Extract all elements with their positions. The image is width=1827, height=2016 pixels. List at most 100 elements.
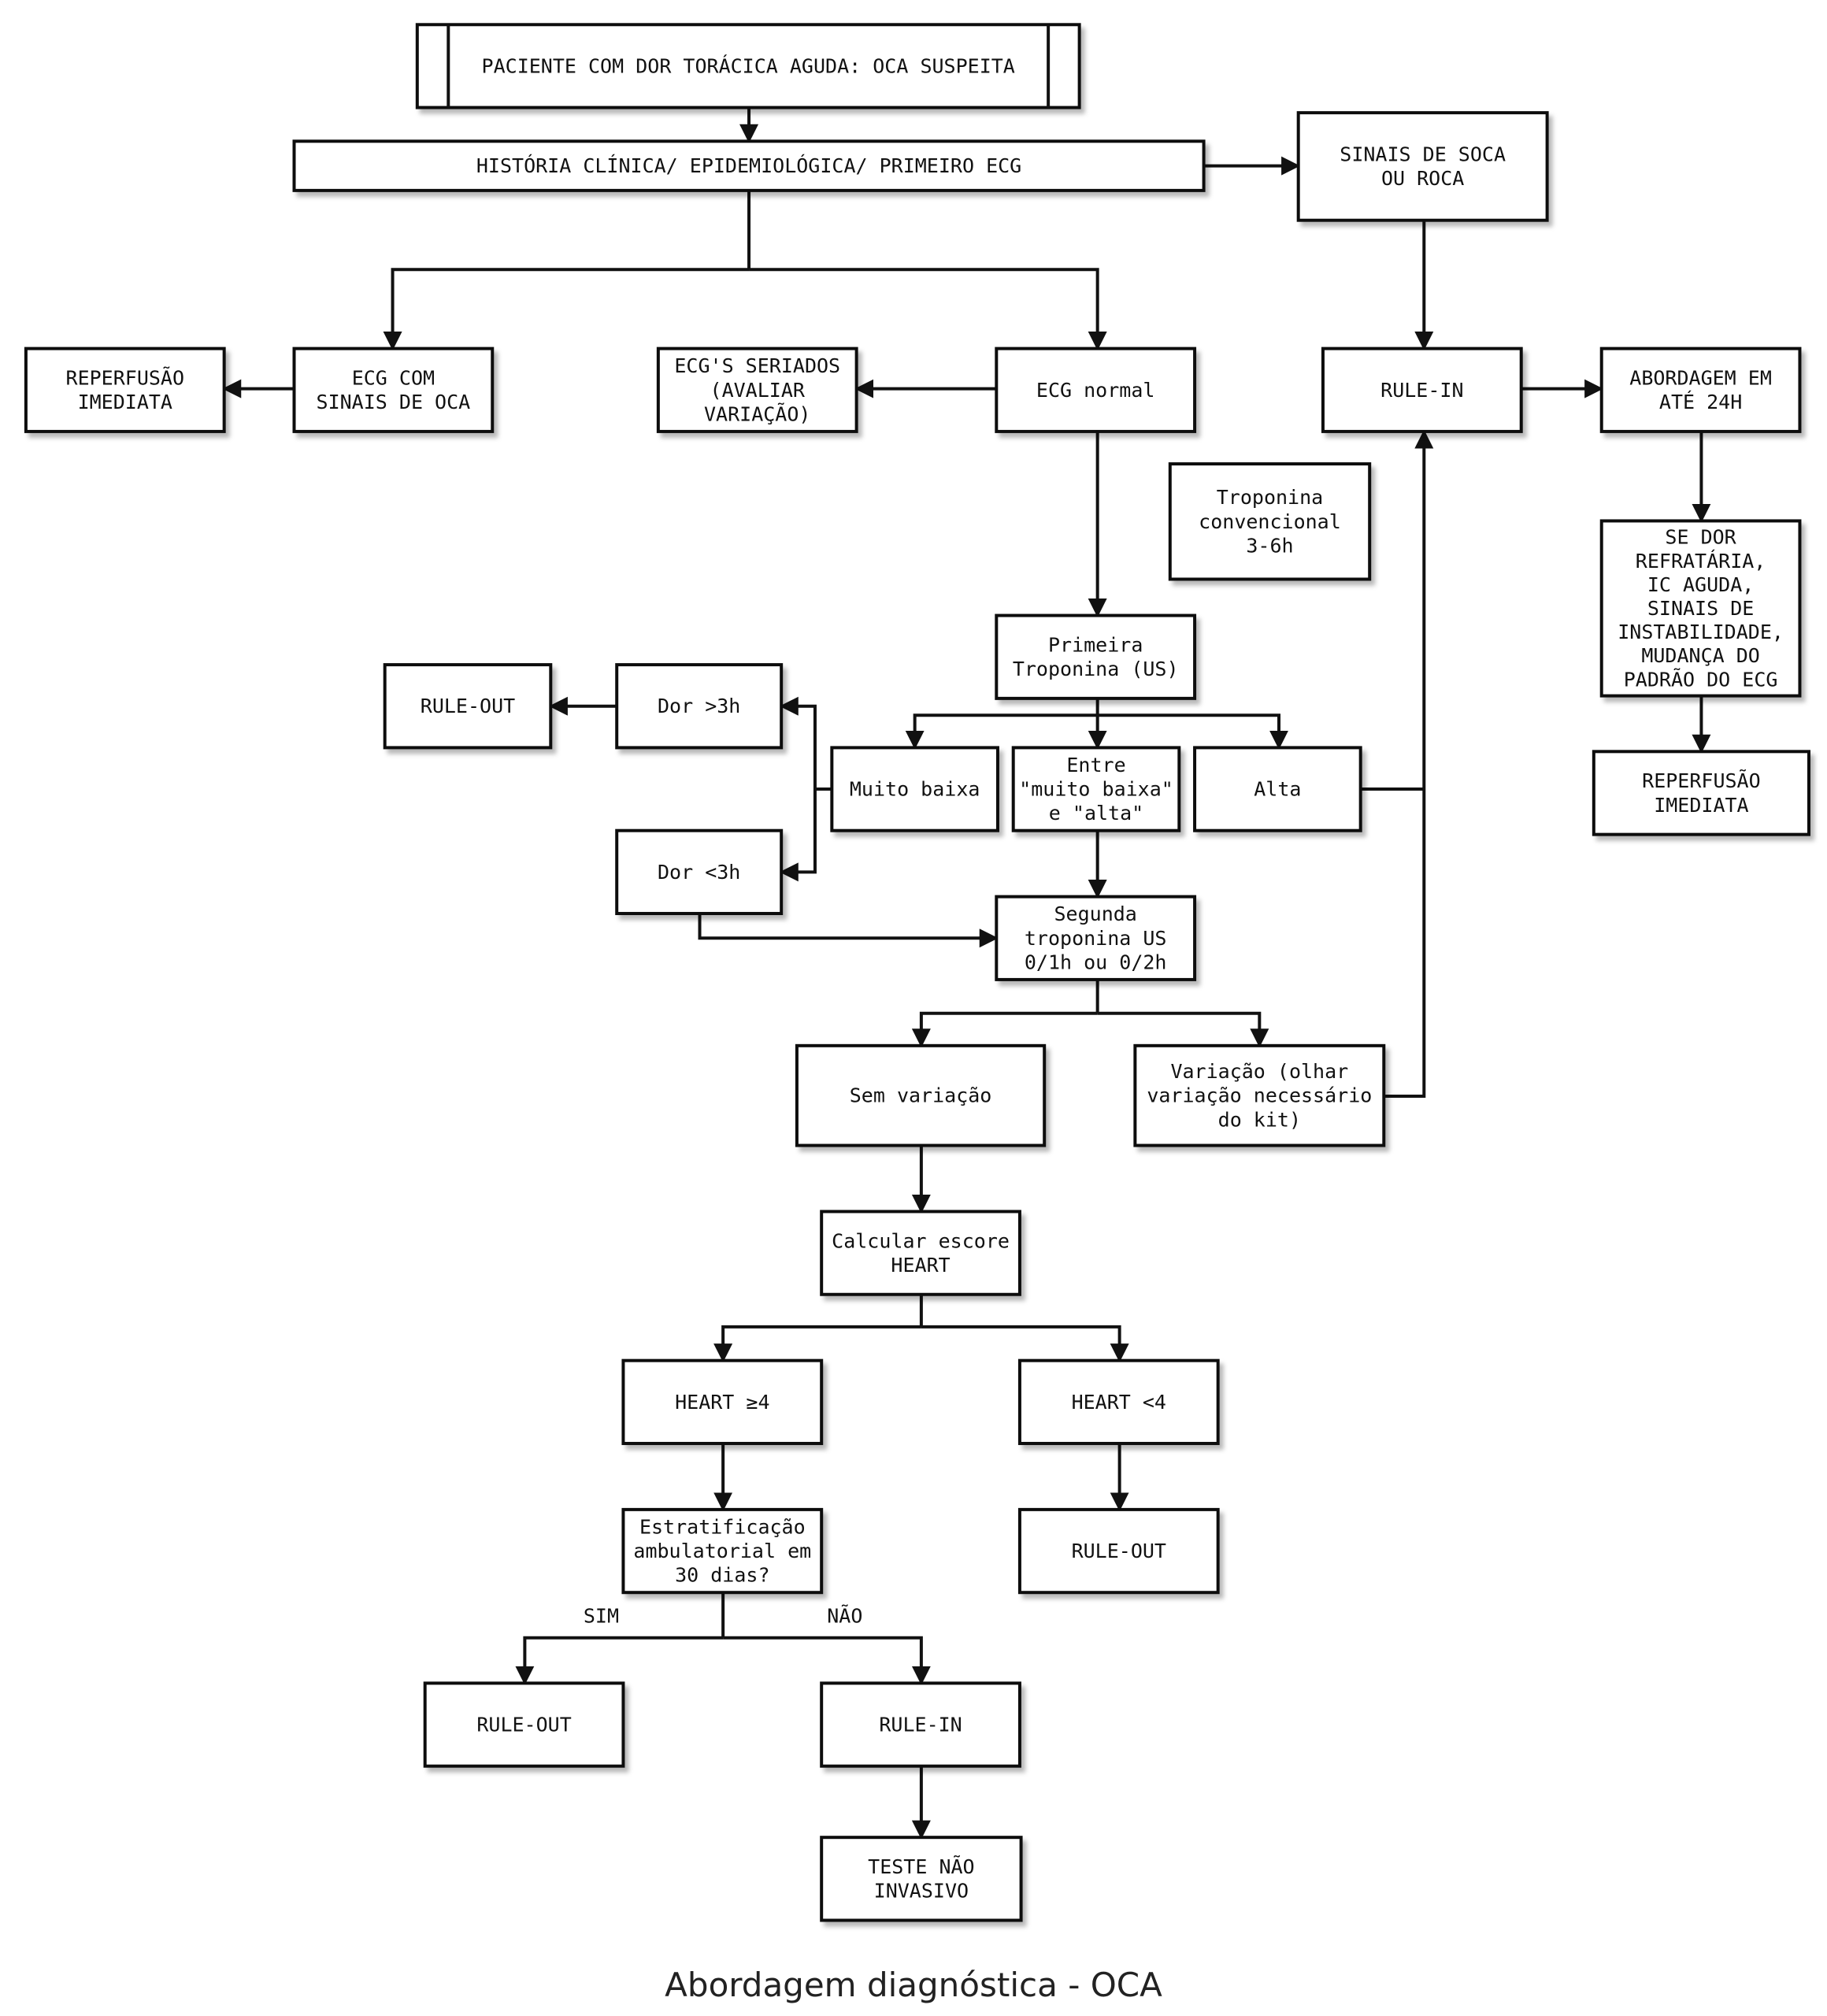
node-text: REPERFUSÃO bbox=[66, 365, 185, 389]
node-box bbox=[24, 346, 226, 433]
node-text: IMEDIATA bbox=[1654, 794, 1748, 817]
edge-split-ecg-normal bbox=[749, 268, 1107, 351]
node-box bbox=[423, 1681, 625, 1768]
edge-split-variacao bbox=[1097, 1011, 1269, 1048]
node-box bbox=[795, 1043, 1047, 1147]
node-box bbox=[820, 1210, 1021, 1296]
node-box bbox=[1296, 111, 1549, 222]
node-text: troponina US bbox=[1025, 927, 1167, 950]
node-text: RULE-IN bbox=[1380, 379, 1463, 402]
node-text: SINAIS DE OCA bbox=[317, 391, 471, 413]
node-text: HEART bbox=[891, 1254, 950, 1277]
node-box bbox=[292, 139, 1206, 192]
node-text: RULE-OUT bbox=[421, 695, 515, 717]
node-rulein-bottom: RULE-IN bbox=[820, 1681, 1021, 1768]
node-box bbox=[615, 663, 784, 750]
node-text: RULE-IN bbox=[879, 1714, 962, 1736]
node-box bbox=[995, 895, 1197, 981]
node-ruleout-top: RULE-OUT bbox=[383, 663, 553, 750]
node-text: REFRATÁRIA, bbox=[1636, 550, 1766, 573]
node-text: Troponina bbox=[1217, 486, 1323, 509]
node-box bbox=[383, 663, 553, 750]
node-heart-lt4: HEART <4 bbox=[1017, 1358, 1220, 1445]
edge-dor-lt3-segunda bbox=[698, 914, 999, 948]
node-text: 30 dias? bbox=[675, 1564, 769, 1587]
node-box bbox=[656, 346, 858, 433]
node-text: ECG normal bbox=[1036, 379, 1155, 402]
node-text: ambulatorial em bbox=[633, 1540, 811, 1562]
edge-split-muito-baixa bbox=[905, 713, 1098, 750]
node-text: INVASIVO bbox=[874, 1880, 969, 1903]
node-text: ECG'S SERIADOS bbox=[674, 354, 840, 377]
node-text: Calcular escore bbox=[832, 1229, 1010, 1252]
node-ruleout-bottom: RULE-OUT bbox=[423, 1681, 625, 1768]
edge-branch-dor-lt3 bbox=[779, 789, 817, 882]
node-text: PADRÃO DO ECG bbox=[1624, 667, 1778, 691]
node-dor-lt3: Dor <3h bbox=[615, 828, 784, 916]
node-text: Entre bbox=[1066, 754, 1125, 776]
edge-split-alta bbox=[1097, 713, 1289, 750]
node-text: ABORDAGEM EM bbox=[1629, 366, 1772, 389]
node-text: do kit) bbox=[1218, 1108, 1301, 1131]
node-sem-variacao: Sem variação bbox=[795, 1043, 1047, 1147]
node-text: TESTE NÃO bbox=[868, 1855, 974, 1878]
edge-split-nao bbox=[723, 1636, 931, 1685]
node-text: Troponina (US) bbox=[1013, 658, 1179, 680]
node-text: PACIENTE COM DOR TORÁCICA AGUDA: OCA SUS… bbox=[482, 54, 1015, 77]
node-text: Muito baixa bbox=[850, 778, 980, 801]
node-box bbox=[1599, 346, 1802, 433]
diagram-caption: Abordagem diagnóstica - OCA bbox=[665, 1966, 1162, 2004]
node-box bbox=[615, 828, 784, 916]
node-box bbox=[1133, 1043, 1386, 1147]
node-text: HEART <4 bbox=[1072, 1391, 1166, 1414]
node-text: SINAIS DE bbox=[1647, 597, 1754, 620]
edge-label-sim: SIM bbox=[584, 1604, 619, 1627]
node-text: Dor >3h bbox=[658, 695, 740, 717]
node-alta: Alta bbox=[1193, 746, 1362, 832]
node-text: Sem variação bbox=[850, 1084, 992, 1107]
node-text: Primeira bbox=[1048, 633, 1143, 656]
node-text: MUDANÇA DO bbox=[1641, 644, 1760, 667]
node-box bbox=[1011, 746, 1181, 832]
node-text: HEART ≥4 bbox=[675, 1391, 769, 1414]
node-rulein-top: RULE-IN bbox=[1321, 346, 1523, 433]
node-box bbox=[820, 1681, 1021, 1768]
node-text: "muito baixa" bbox=[1019, 778, 1173, 801]
node-box bbox=[1017, 1358, 1220, 1445]
node-historia: HISTÓRIA CLÍNICA/ EPIDEMIOLÓGICA/ PRIMEI… bbox=[292, 139, 1206, 192]
node-box bbox=[1599, 519, 1802, 698]
node-text: INSTABILIDADE, bbox=[1618, 621, 1784, 643]
node-text: convencional bbox=[1199, 510, 1341, 533]
node-box bbox=[995, 613, 1197, 700]
node-text: ATÉ 24H bbox=[1659, 391, 1742, 413]
node-box bbox=[1017, 1507, 1220, 1595]
node-text: 0/1h ou 0/2h bbox=[1025, 951, 1167, 973]
node-ecg-normal: ECG normal bbox=[995, 346, 1197, 433]
node-text: SINAIS DE SOCA bbox=[1340, 143, 1506, 166]
node-text: IC AGUDA, bbox=[1647, 573, 1754, 596]
node-muito-baixa: Muito baixa bbox=[830, 746, 999, 832]
node-text: ECG COM bbox=[352, 366, 435, 389]
node-heart-ge4: HEART ≥4 bbox=[621, 1358, 824, 1445]
node-text: Variação (olhar bbox=[1170, 1060, 1348, 1083]
node-box bbox=[1193, 746, 1362, 832]
node-box bbox=[415, 23, 1081, 109]
node-box bbox=[621, 1507, 824, 1595]
edge-branch-dor-gt3 bbox=[779, 696, 817, 790]
node-box bbox=[995, 346, 1197, 433]
edge-variacao-rulein bbox=[1384, 429, 1434, 1099]
node-box bbox=[1321, 346, 1523, 433]
node-box bbox=[292, 346, 495, 433]
